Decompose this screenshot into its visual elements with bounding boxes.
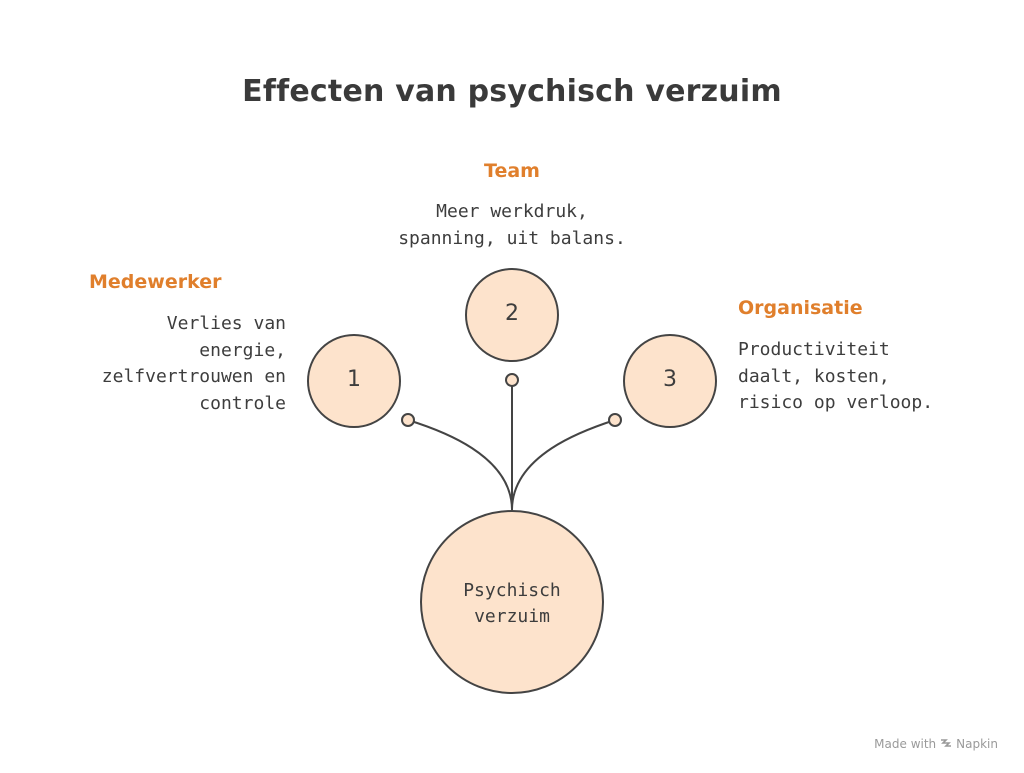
branch-heading-team: Team [484, 160, 540, 182]
branch-circle-1 [307, 334, 401, 428]
made-with-napkin-watermark: Made with Napkin [874, 737, 998, 751]
branch-heading-medewerker: Medewerker [89, 271, 222, 293]
branch-circle-2 [465, 268, 559, 362]
napkin-logo-icon [940, 737, 952, 751]
branch-description-organisatie: Productiviteit daalt, kosten, risico op … [738, 339, 934, 413]
branch-heading-organisatie: Organisatie [738, 297, 863, 319]
connector-1 [407, 419, 513, 511]
connector-node-3 [608, 413, 622, 427]
center-circle [420, 510, 604, 694]
center-label: Psychisch verzuim [463, 580, 561, 627]
watermark-prefix: Made with [874, 737, 937, 751]
diagram-title: Effecten van psychisch verzuim [242, 74, 782, 109]
watermark-brand: Napkin [956, 737, 998, 751]
branch-description-medewerker: Verlies van energie, zelfvertrouwen en c… [101, 313, 286, 414]
connector-node-1 [401, 413, 415, 427]
connector-node-2 [505, 373, 519, 387]
branch-number-2: 2 [505, 301, 519, 326]
branch-description-team: Meer werkdruk, spanning, uit balans. [398, 201, 626, 249]
connector-3 [511, 419, 616, 511]
branch-number-3: 3 [663, 367, 677, 392]
branch-number-1: 1 [347, 367, 361, 392]
branch-circle-3 [623, 334, 717, 428]
